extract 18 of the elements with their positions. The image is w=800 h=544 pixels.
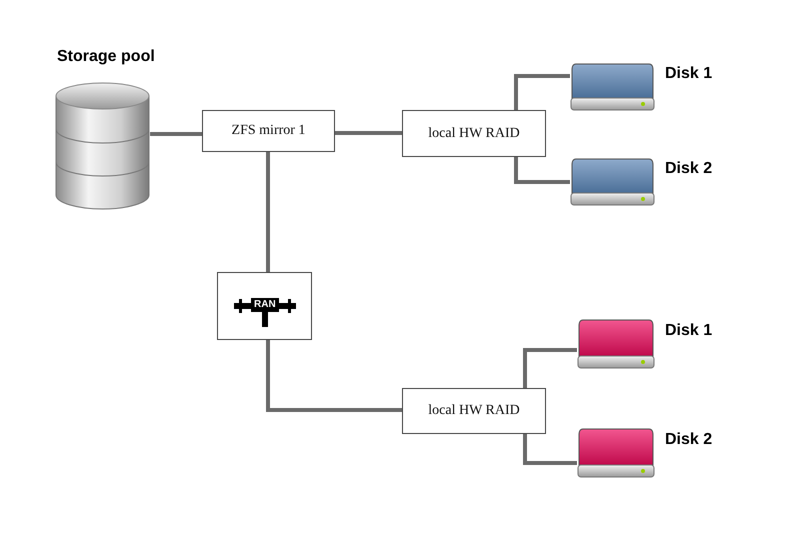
raid-box: local HW RAID xyxy=(402,110,546,157)
network-label: RAN xyxy=(251,298,279,312)
connector-line xyxy=(523,434,577,465)
disk-label: Disk 2 xyxy=(665,431,712,449)
raid-box: ZFS mirror 1 xyxy=(202,110,335,152)
connector-line xyxy=(150,132,202,136)
connector-line xyxy=(266,152,270,272)
connector-line xyxy=(514,74,570,110)
connector-line xyxy=(523,348,577,388)
connector-line xyxy=(514,157,570,184)
pool-title: Storage pool xyxy=(57,48,155,66)
connector-line xyxy=(335,131,402,135)
raid-box: local HW RAID xyxy=(402,388,546,434)
connector-line xyxy=(266,340,402,412)
network-box xyxy=(217,272,312,340)
disk-label: Disk 1 xyxy=(665,322,712,340)
disk-label: Disk 1 xyxy=(665,65,712,83)
disk-label: Disk 2 xyxy=(665,160,712,178)
